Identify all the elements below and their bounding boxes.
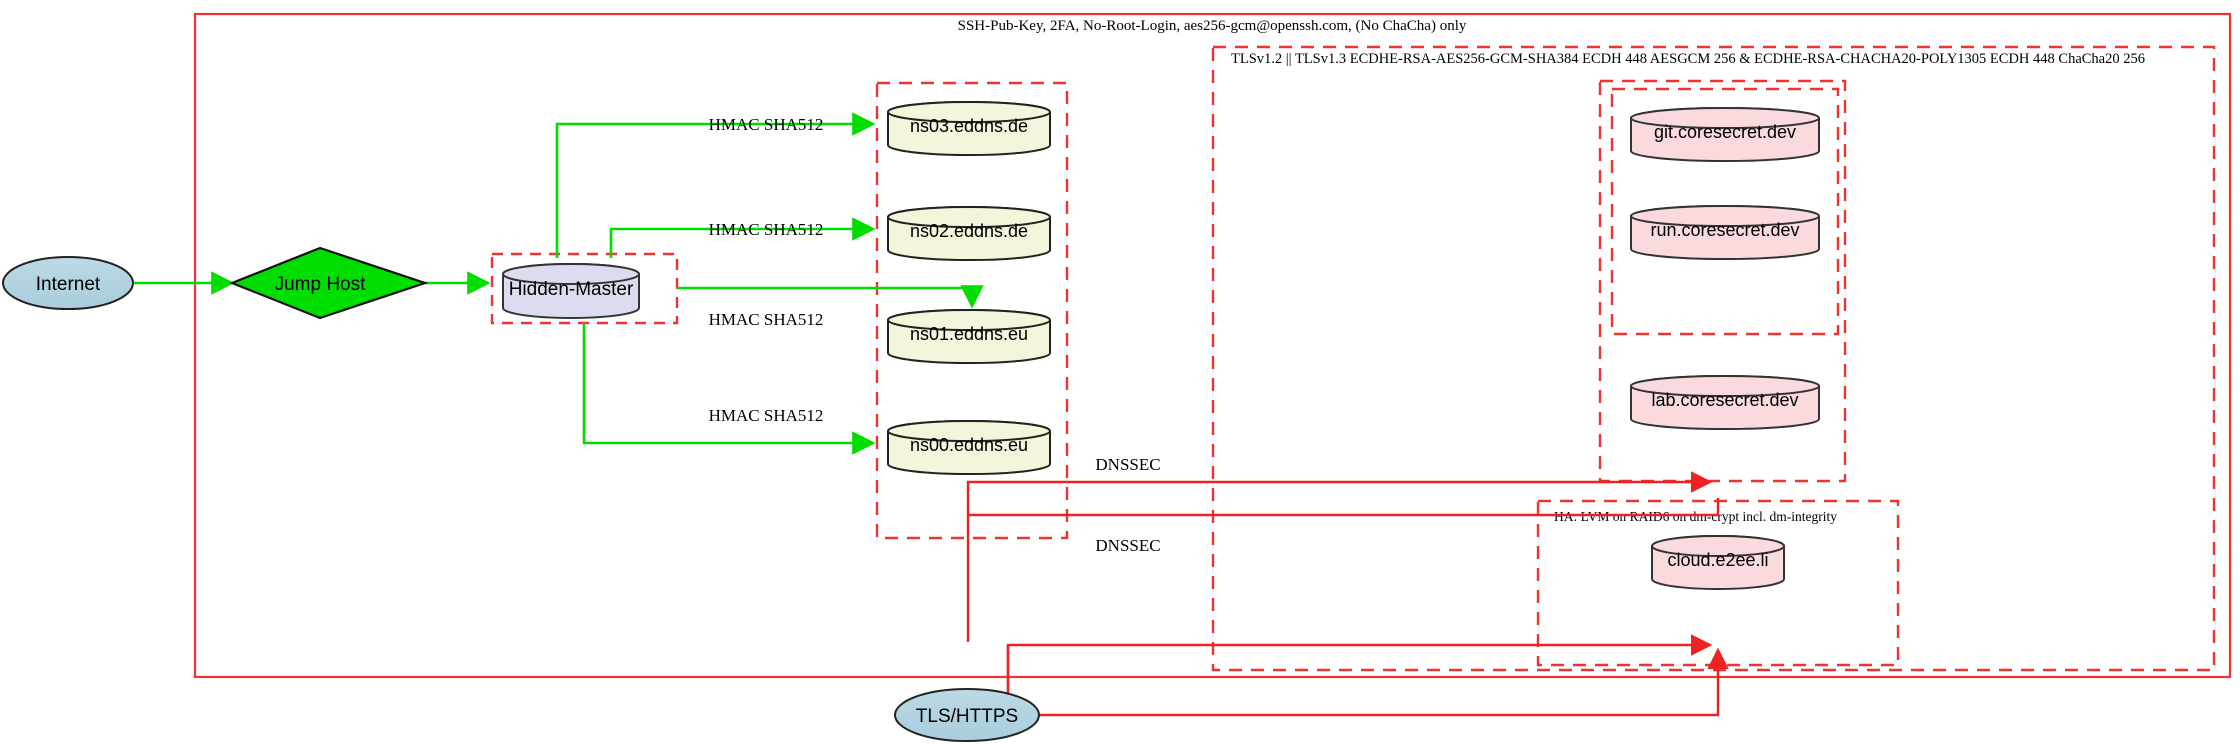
- node-tls-https-label: TLS/HTTPS: [916, 706, 1018, 727]
- edge-dnssec-lower: [1006, 634, 1713, 700]
- edge-label-hmac-ns02: HMAC SHA512: [709, 220, 824, 239]
- node-ns03[interactable]: ns03.eddns.de: [887, 101, 1051, 156]
- node-cloud-e2ee-label: cloud.e2ee.li: [1667, 550, 1768, 570]
- node-internet[interactable]: Internet: [2, 256, 134, 310]
- node-hidden-master-label: Hidden-Master: [509, 279, 634, 300]
- node-jump-host-label: Jump Host: [275, 274, 367, 295]
- edge-dnssec-upper: [966, 471, 1713, 642]
- edge-hiddenmaster-ns01: [677, 285, 984, 309]
- ssh-boundary-box: [193, 12, 2232, 679]
- node-git-coresecret-label: git.coresecret.dev: [1654, 122, 1796, 142]
- node-ns01[interactable]: ns01.eddns.eu: [887, 309, 1051, 364]
- tls-boundary-box: [1211, 45, 2216, 672]
- node-lab-coresecret-label: lab.coresecret.dev: [1651, 390, 1798, 410]
- node-ns00[interactable]: ns00.eddns.eu: [887, 420, 1051, 475]
- node-hidden-master[interactable]: Hidden-Master: [502, 263, 640, 319]
- node-ns02[interactable]: ns02.eddns.de: [887, 206, 1051, 261]
- edge-label-hmac-ns00: HMAC SHA512: [709, 406, 824, 425]
- edge-label-dnssec-upper: DNSSEC: [1095, 455, 1160, 474]
- coresecret-outer-box: [1598, 79, 1847, 483]
- edge-tlshttps-right: [1033, 647, 1729, 717]
- node-lab-coresecret[interactable]: lab.coresecret.dev: [1630, 375, 1820, 430]
- node-run-coresecret-label: run.coresecret.dev: [1650, 220, 1799, 240]
- edge-label-hmac-ns01: HMAC SHA512: [709, 310, 824, 329]
- node-ns03-label: ns03.eddns.de: [910, 116, 1028, 136]
- node-cloud-e2ee[interactable]: cloud.e2ee.li: [1651, 535, 1785, 590]
- edge-hiddenmaster-ns03: [555, 112, 876, 258]
- node-jump-host[interactable]: Jump Host: [229, 246, 429, 320]
- node-git-coresecret[interactable]: git.coresecret.dev: [1630, 107, 1820, 162]
- edge-label-hmac-ns03: HMAC SHA512: [709, 115, 824, 134]
- edge-hiddenmaster-ns00: [582, 323, 876, 455]
- edge-hiddenmaster-ns02: [609, 217, 876, 258]
- tls-boundary-label: TLSv1.2 || TLSv1.3 ECDHE-RSA-AES256-GCM-…: [1231, 51, 2145, 67]
- coresecret-inner-box: [1610, 87, 1840, 336]
- node-ns00-label: ns00.eddns.eu: [910, 435, 1028, 455]
- node-ns01-label: ns01.eddns.eu: [910, 324, 1028, 344]
- ha-boundary-label: HA: LVM on RAID6 on dm-crypt incl. dm-in…: [1554, 509, 1837, 524]
- node-run-coresecret[interactable]: run.coresecret.dev: [1630, 205, 1820, 260]
- node-internet-label: Internet: [36, 274, 101, 295]
- ssh-boundary-label: SSH-Pub-Key, 2FA, No-Root-Login, aes256-…: [958, 18, 1467, 34]
- node-tls-https[interactable]: TLS/HTTPS: [894, 688, 1040, 742]
- node-ns02-label: ns02.eddns.de: [910, 221, 1028, 241]
- nameservers-box: [875, 81, 1069, 540]
- edge-label-dnssec-lower: DNSSEC: [1095, 536, 1160, 555]
